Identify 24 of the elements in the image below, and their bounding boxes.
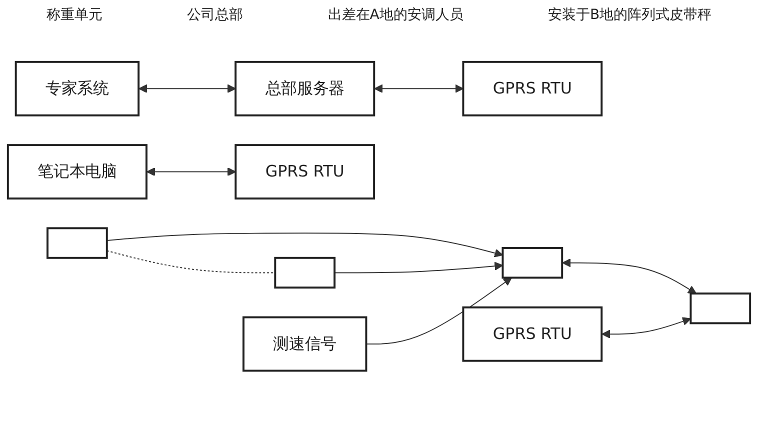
- node-box: GPRS RTU: [234, 144, 376, 200]
- node-box: 测速信号: [242, 316, 368, 372]
- arrow: [562, 258, 697, 294]
- node-box: [274, 256, 336, 288]
- arrow: [374, 84, 464, 93]
- node-box: [502, 246, 564, 278]
- region-label: 称重单元: [46, 6, 102, 24]
- node-box: [46, 226, 108, 259]
- node-box: 笔记本电脑: [6, 144, 148, 200]
- node-box: 总部服务器: [234, 60, 376, 116]
- connector: [106, 250, 276, 273]
- arrow: [138, 84, 236, 93]
- arrow: [334, 261, 504, 273]
- node-box: GPRS RTU: [462, 306, 603, 362]
- node-box: 专家系统: [14, 60, 140, 116]
- arrow: [106, 232, 504, 257]
- arrow: [366, 276, 512, 344]
- region-label: 安装于B地的阵列式皮带秤: [548, 6, 712, 24]
- region-label: 公司总部: [187, 6, 244, 24]
- node-box: GPRS RTU: [462, 60, 603, 116]
- arrow: [602, 316, 692, 338]
- node-box: [690, 292, 752, 324]
- arrow: [146, 167, 236, 176]
- region-label: 出差在A地的安调人员: [328, 6, 464, 24]
